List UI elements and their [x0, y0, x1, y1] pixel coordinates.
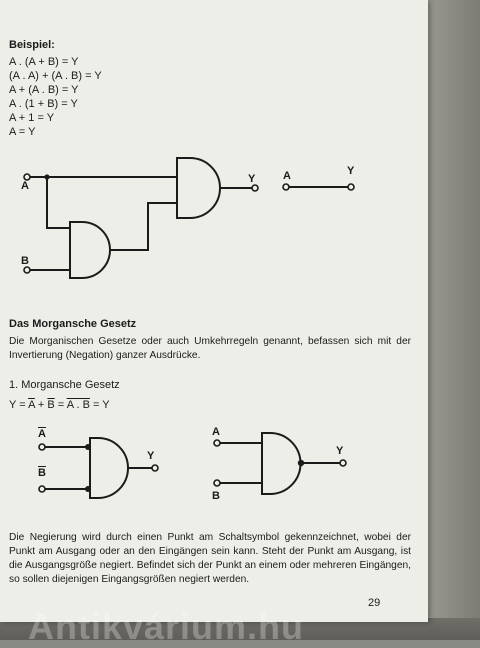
nand-gate: [261, 432, 302, 495]
label-not-a: A: [38, 428, 46, 440]
example-line-3: A + (A . B) = Y: [9, 84, 79, 96]
terminal-not-b: [38, 485, 46, 493]
label-y-3: Y: [336, 445, 344, 457]
circuit-demorgan: [38, 432, 347, 499]
label-a-3: A: [212, 426, 220, 438]
example-line-6: A = Y: [9, 126, 36, 138]
example-line-1: A . (A + B) = Y: [9, 56, 79, 68]
label-b: B: [21, 255, 29, 267]
and-gate-lower: [69, 221, 111, 279]
example-line-5: A + 1 = Y: [9, 112, 55, 124]
explanation-paragraph: Die Negierung wird durch einen Punkt am …: [9, 532, 411, 585]
circuit-example: [23, 157, 355, 279]
label-a: A: [21, 180, 29, 192]
label-eq-a: A: [283, 170, 291, 182]
label-b-3: B: [212, 490, 220, 502]
first-law-heading: 1. Morgansche Gesetz: [9, 379, 120, 391]
first-law-formula: Y = A + B = A . B = Y: [9, 399, 110, 411]
background-right: [425, 0, 480, 640]
label-not-b: B: [38, 467, 46, 479]
and-gate-negated-inputs: [89, 437, 129, 499]
example-line-2: (A . A) + (A . B) = Y: [9, 70, 102, 82]
terminal-eq-y: [347, 183, 355, 191]
terminal-a-3: [213, 439, 221, 447]
label-y: Y: [248, 173, 256, 185]
book-page: Beispiel: A . (A + B) = Y (A . A) + (A .…: [0, 0, 428, 622]
label-eq-y: Y: [347, 165, 355, 177]
page-number: 29: [368, 597, 381, 609]
terminal-y-2: [151, 464, 159, 472]
terminal-not-a: [38, 443, 46, 451]
example-heading: Beispiel:: [9, 39, 55, 51]
section-intro: Die Morganischen Gesetze oder auch Umkeh…: [9, 336, 411, 361]
watermark: Antikvárium.hu: [28, 606, 305, 647]
wire-and-output: [110, 202, 177, 251]
wire-a-down: [46, 177, 70, 229]
background-bottom: [0, 618, 480, 640]
section-heading: Das Morgansche Gesetz: [9, 318, 137, 330]
example-line-4: A . (1 + B) = Y: [9, 98, 78, 110]
label-y-2: Y: [147, 450, 155, 462]
terminal-y: [251, 184, 259, 192]
negation-dot-output: [297, 459, 305, 467]
terminal-b-3: [213, 479, 221, 487]
gate-upper: [176, 157, 221, 219]
terminal-y-3: [339, 459, 347, 467]
